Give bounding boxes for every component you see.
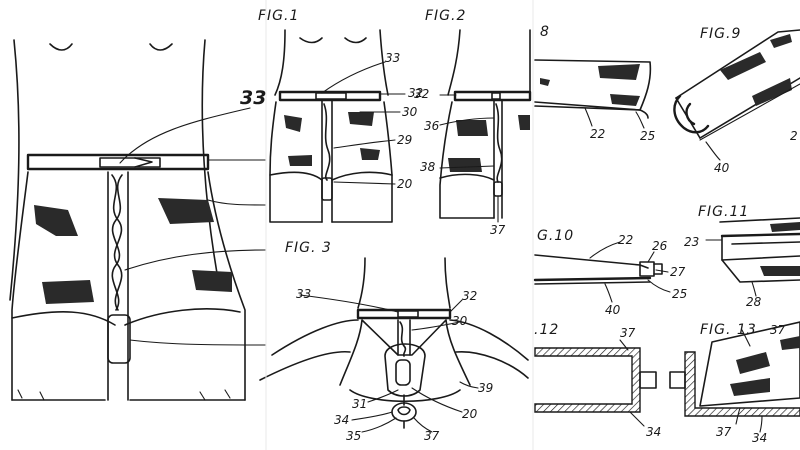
label-fig10-26: 26: [652, 239, 668, 253]
label-fig3-35: 35: [346, 429, 361, 443]
label-fig1-20: 20: [397, 177, 413, 191]
panel-fig-8: 8 22 25: [534, 24, 655, 143]
label-fig13-37: 37: [716, 425, 732, 439]
panel-fig-10: G.10 22 26 27 25 40: [533, 228, 687, 317]
label-fig1-30: 30: [402, 105, 418, 119]
fig-13-title: FIG. 13: [700, 322, 757, 338]
label-fig2-32: 32: [414, 87, 429, 101]
panel-fig-2: FIG.2 32 36 38 37: [414, 8, 532, 237]
label-left-33: 33: [240, 87, 266, 109]
label-fig3-31: 31: [352, 397, 367, 411]
panel-left-large-view: 33: [9, 39, 266, 401]
label-fig3-20: 20: [462, 407, 478, 421]
fig-3-title: FIG. 3: [285, 240, 332, 256]
fig-10-title: G.10: [537, 228, 574, 244]
fig-12-title: .12: [534, 322, 559, 338]
label-fig1-29: 29: [397, 133, 412, 147]
label-fig2-36: 36: [424, 119, 440, 133]
label-fig1-32: 32: [408, 86, 423, 100]
panel-dividers: [265, 0, 534, 450]
label-fig8-22: 22: [590, 127, 605, 141]
panel-fig-1: FIG.1 33 32 30 29 20: [258, 8, 423, 223]
label-fig13-34: 34: [752, 431, 767, 445]
panel-fig-3: FIG. 3 33 32 30 39 31 20 34: [259, 240, 529, 443]
fig-8-title: 8: [540, 24, 550, 40]
fig-9-title: FIG.9: [700, 26, 741, 42]
label-fig3-32: 32: [462, 289, 477, 303]
label-fig2-38: 38: [420, 160, 436, 174]
label-fig12-37: 37: [620, 326, 636, 340]
label-fig9-2: 2: [790, 129, 798, 143]
panel-fig-12: .12 37 34: [534, 322, 661, 439]
panel-fig-13: FIG. 13 37 37 34: [669, 321, 800, 445]
label-fig11-23: 23: [684, 235, 699, 249]
label-fig3-37: 37: [424, 429, 440, 443]
label-fig10-40: 40: [605, 303, 621, 317]
panel-fig-11: FIG.11 23 28: [684, 204, 800, 309]
label-fig10-22: 22: [618, 233, 633, 247]
label-fig9-40: 40: [714, 161, 730, 175]
label-fig10-25: 25: [672, 287, 687, 301]
label-fig3-34: 34: [334, 413, 349, 427]
label-fig3-39: 39: [478, 381, 493, 395]
label-fig13-37-top: 37: [770, 323, 786, 337]
label-fig8-25: 25: [640, 129, 655, 143]
label-fig3-30: 30: [452, 314, 468, 328]
label-fig11-28: 28: [746, 295, 762, 309]
label-fig10-27: 27: [670, 265, 686, 279]
fig-2-title: FIG.2: [425, 8, 466, 24]
label-fig12-34: 34: [646, 425, 661, 439]
fig-1-title: FIG.1: [258, 8, 299, 24]
panel-fig-9: FIG.9 40 2: [673, 26, 800, 175]
label-fig2-37: 37: [490, 223, 506, 237]
fig-11-title: FIG.11: [698, 204, 749, 220]
label-fig3-33: 33: [296, 287, 311, 301]
label-fig1-33: 33: [385, 51, 400, 65]
